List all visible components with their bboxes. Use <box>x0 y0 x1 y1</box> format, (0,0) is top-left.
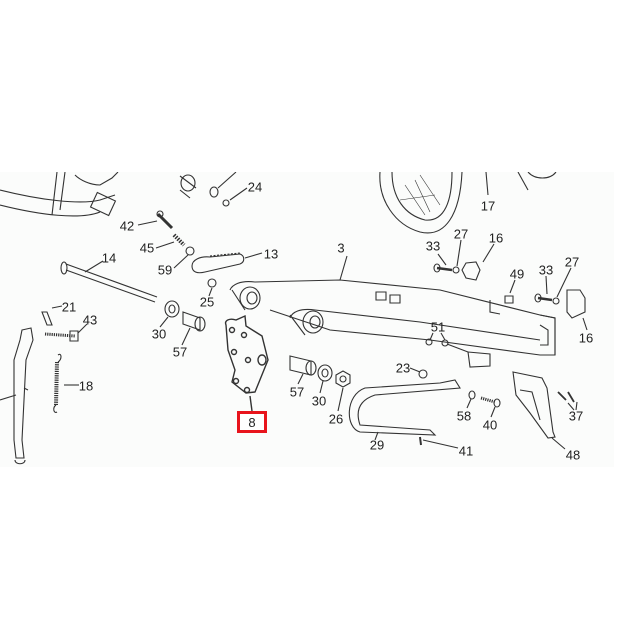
exploded-view-drawing <box>0 172 614 467</box>
side-stand-part <box>0 328 33 464</box>
part-callout-48[interactable]: 48 <box>565 447 581 463</box>
bushing-part <box>180 172 247 206</box>
part-callout-14[interactable]: 14 <box>101 250 117 266</box>
highlighted-part-number: 8 <box>248 414 256 430</box>
chain-slider-part <box>349 380 460 448</box>
part-callout-27[interactable]: 27 <box>564 254 580 270</box>
part-callout-30[interactable]: 30 <box>151 326 167 342</box>
part-callout-33[interactable]: 33 <box>425 238 441 254</box>
part-callout-42[interactable]: 42 <box>119 218 135 234</box>
part-callout-43[interactable]: 43 <box>82 312 98 328</box>
part-callout-18[interactable]: 18 <box>78 378 94 394</box>
part-callout-30[interactable]: 30 <box>311 393 327 409</box>
part-callout-16[interactable]: 16 <box>578 330 594 346</box>
part-callout-29[interactable]: 29 <box>369 437 385 453</box>
part-callout-3[interactable]: 3 <box>337 240 345 256</box>
part-callout-21[interactable]: 21 <box>61 299 77 315</box>
spacer-parts <box>160 301 205 345</box>
nut-part <box>208 279 216 296</box>
part-callout-49[interactable]: 49 <box>509 266 525 282</box>
chain-guard-part <box>513 372 577 449</box>
part-callout-27[interactable]: 27 <box>453 226 469 242</box>
part-callout-23[interactable]: 23 <box>395 360 411 376</box>
part-callout-45[interactable]: 45 <box>139 240 155 256</box>
fastener-parts <box>138 211 194 268</box>
part-callout-26[interactable]: 26 <box>328 411 344 427</box>
frame-tube-part <box>0 172 118 216</box>
axle-part <box>61 261 157 302</box>
part-callout-13[interactable]: 13 <box>263 246 279 262</box>
part-callout-59[interactable]: 59 <box>157 262 173 278</box>
part-callout-41[interactable]: 41 <box>458 443 474 459</box>
slider-fasteners <box>467 391 500 417</box>
spring-part <box>54 354 79 412</box>
footpeg-part <box>192 253 262 273</box>
part-callout-33[interactable]: 33 <box>538 262 554 278</box>
part-callout-57[interactable]: 57 <box>289 384 305 400</box>
chain-guide-clip-parts <box>434 240 587 330</box>
part-callout-25[interactable]: 25 <box>199 294 215 310</box>
part-callout-51[interactable]: 51 <box>430 319 446 335</box>
bracket-part-8 <box>226 316 268 411</box>
nut-23-part <box>410 368 427 378</box>
chain-slider-bracket <box>426 333 490 367</box>
part-callout-40[interactable]: 40 <box>482 417 498 433</box>
part-callout-58[interactable]: 58 <box>456 408 472 424</box>
swingarm-part <box>230 256 555 355</box>
highlighted-part-callout[interactable]: 8 <box>237 411 267 433</box>
part-callout-37[interactable]: 37 <box>568 408 584 424</box>
part-callout-16[interactable]: 16 <box>488 230 504 246</box>
part-callout-17[interactable]: 17 <box>480 198 496 214</box>
part-callout-57[interactable]: 57 <box>172 344 188 360</box>
rear-wheel-part <box>380 172 556 233</box>
side-stand-hardware <box>42 306 87 341</box>
pivot-hardware <box>290 356 350 411</box>
part-callout-24[interactable]: 24 <box>247 179 263 195</box>
